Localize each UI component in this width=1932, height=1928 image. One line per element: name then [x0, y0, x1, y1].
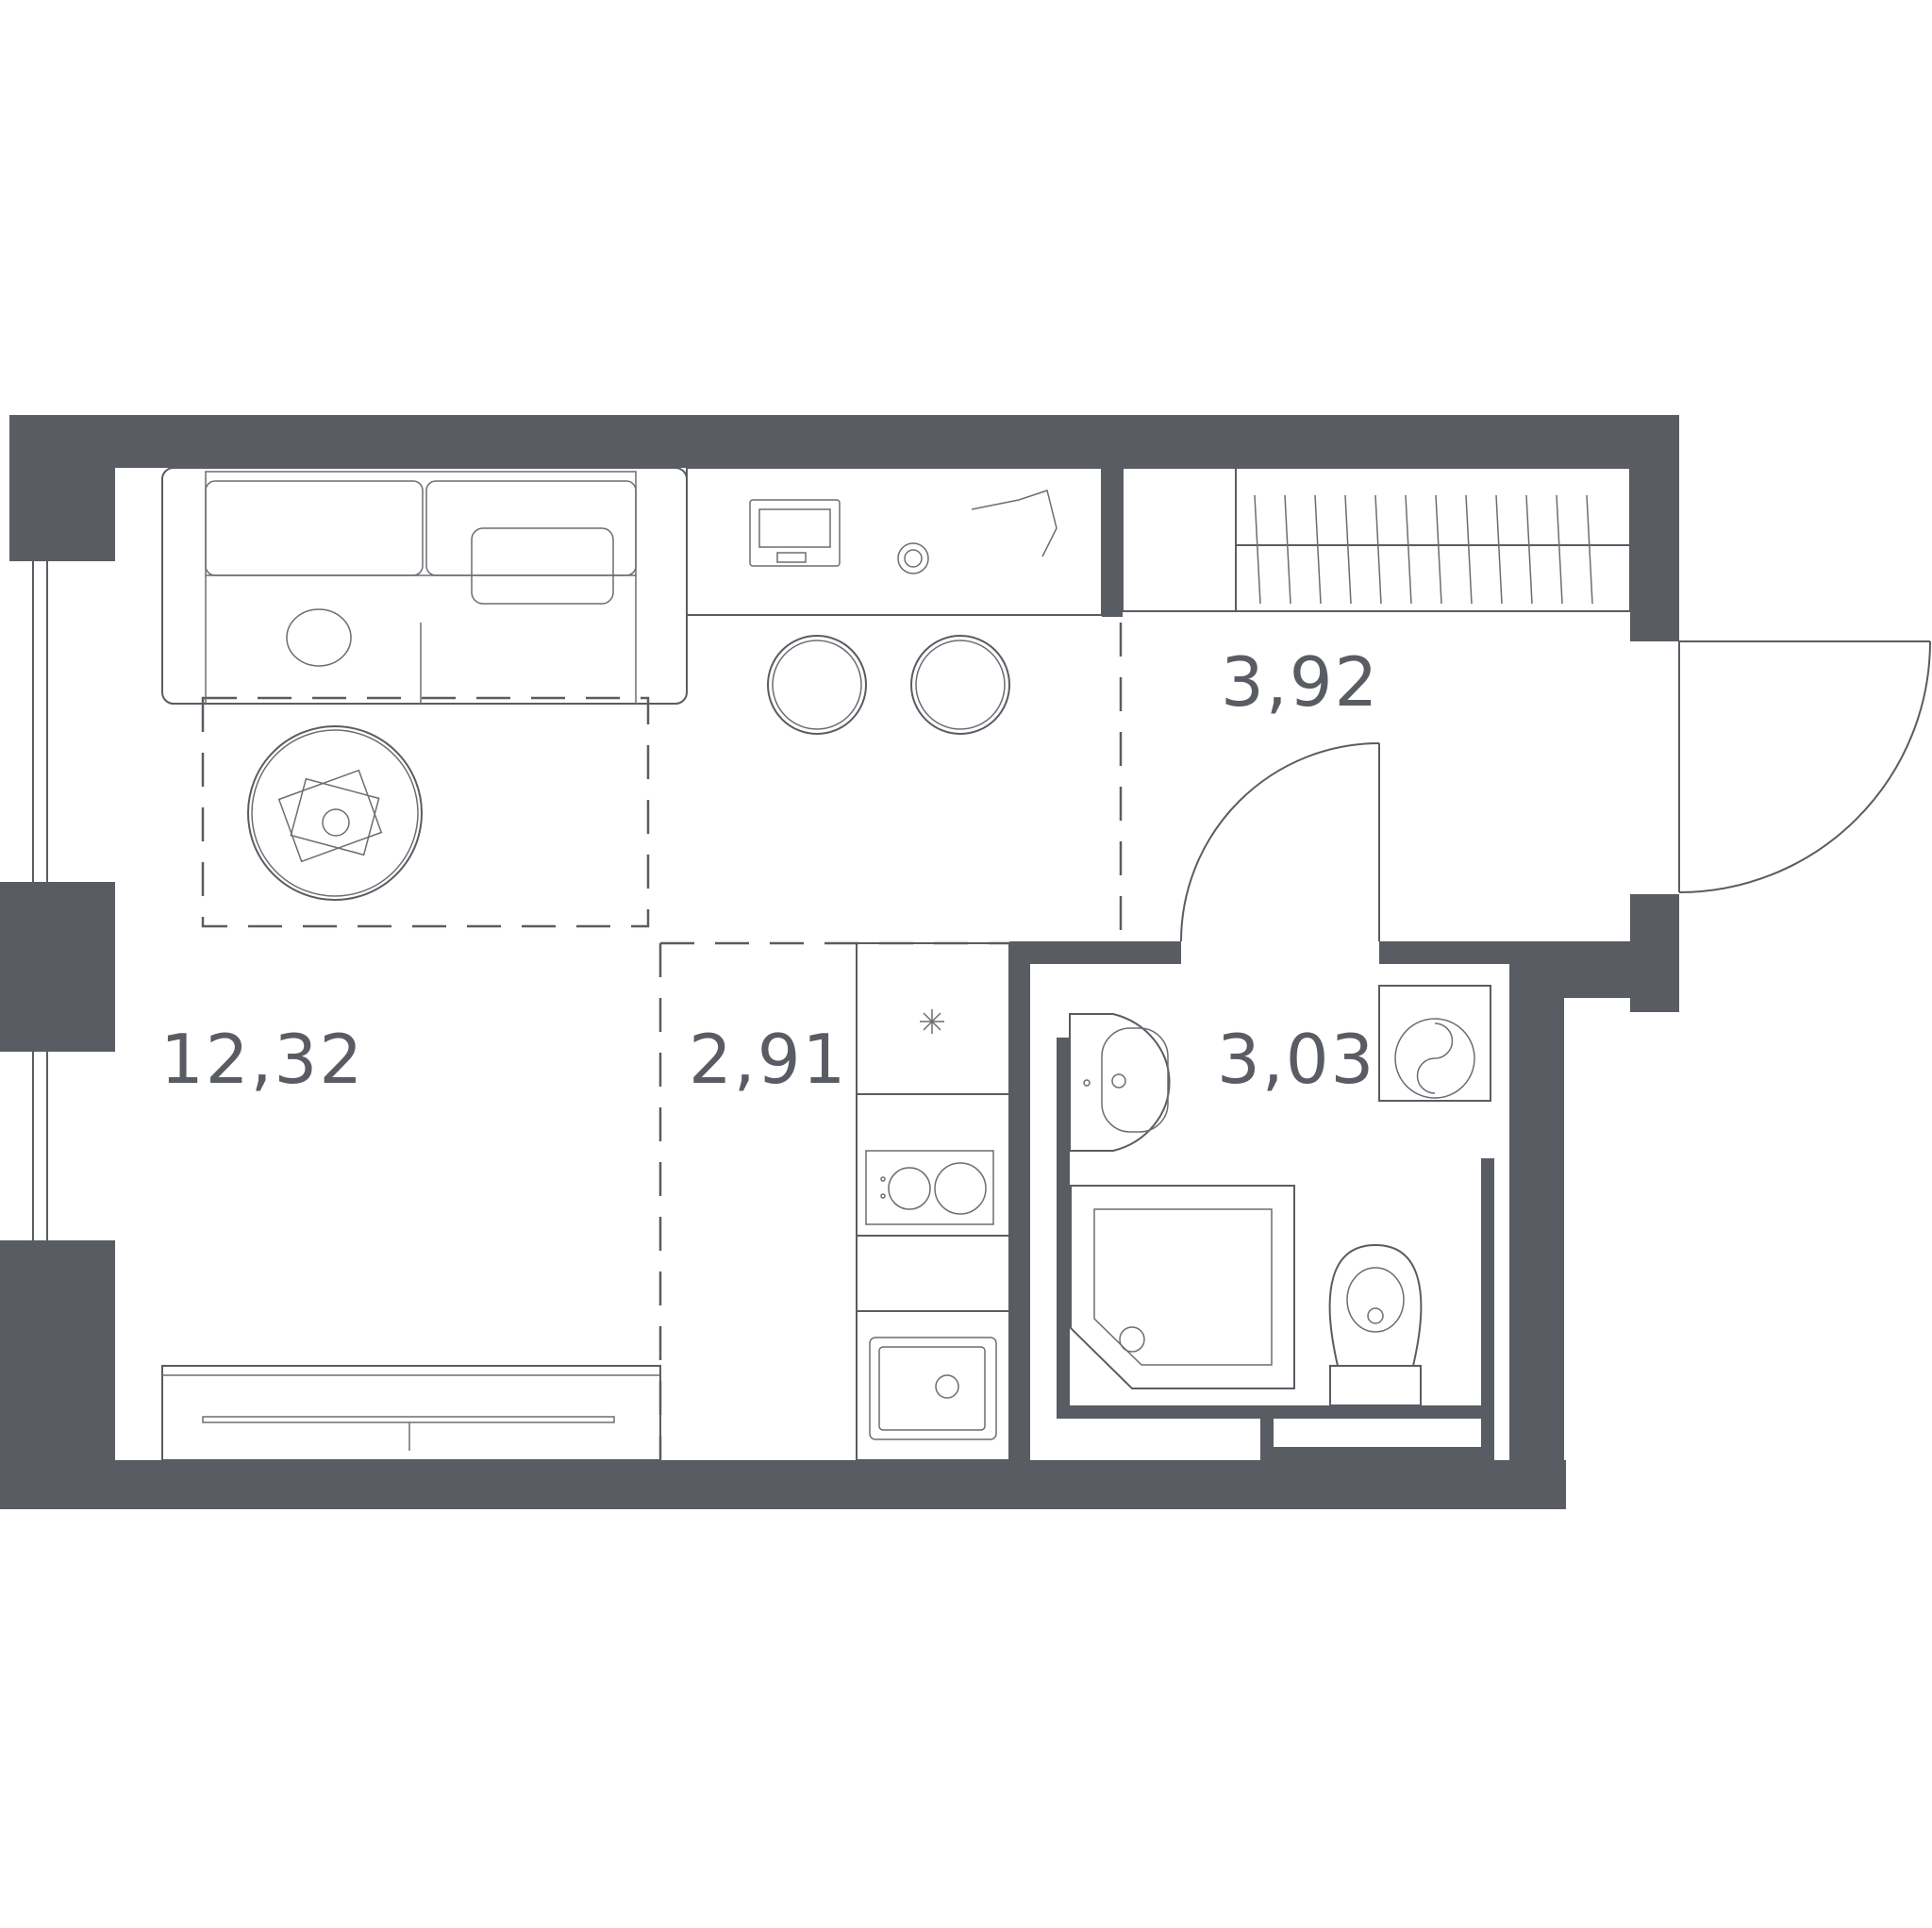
bathroom-area: 3,03 [1217, 1020, 1375, 1099]
entrance-door [1678, 640, 1931, 893]
wall-bathroom-inner-right [1481, 1158, 1494, 1460]
wall-bathroom-right [1509, 941, 1564, 1509]
wall-bathroom-top-right [1379, 941, 1521, 964]
wall-corner-top-left [9, 415, 115, 561]
bathroom-fixtures [1069, 985, 1491, 1406]
fridge-icon [920, 1009, 944, 1034]
sofa [161, 467, 688, 705]
wall-bathroom-left [1009, 941, 1030, 1507]
tv-unit [161, 1365, 661, 1461]
wall-bathroom-top-left [1030, 941, 1181, 964]
wardrobe [1122, 467, 1631, 612]
wall-right-upper [1630, 415, 1679, 641]
wall-bathroom-inner-left [1057, 1038, 1070, 1415]
hall-area: 3,92 [1221, 642, 1379, 722]
stools [767, 635, 1010, 735]
wall-top [9, 415, 1679, 468]
kitchen-area: 2,91 [689, 1020, 847, 1099]
wall-bathroom-niche-bottom [1260, 1447, 1487, 1460]
wall-bathroom-inner-bottom [1057, 1405, 1481, 1419]
living-room-area: 12,32 [160, 1020, 364, 1099]
wall-bathroom-corner [1509, 941, 1679, 998]
area-labels: 12,32 2,91 3,92 3,03 [160, 642, 1379, 1099]
desk [686, 467, 1103, 616]
wall-partition-top [1102, 464, 1123, 617]
wall-bottom [0, 1460, 1566, 1509]
kitchen-counter [856, 942, 1010, 1461]
walls [0, 415, 1679, 1509]
coffee-table [247, 725, 423, 901]
bathroom-door [1180, 742, 1380, 942]
wall-left-pier [0, 882, 115, 1052]
window-left [32, 561, 48, 1240]
